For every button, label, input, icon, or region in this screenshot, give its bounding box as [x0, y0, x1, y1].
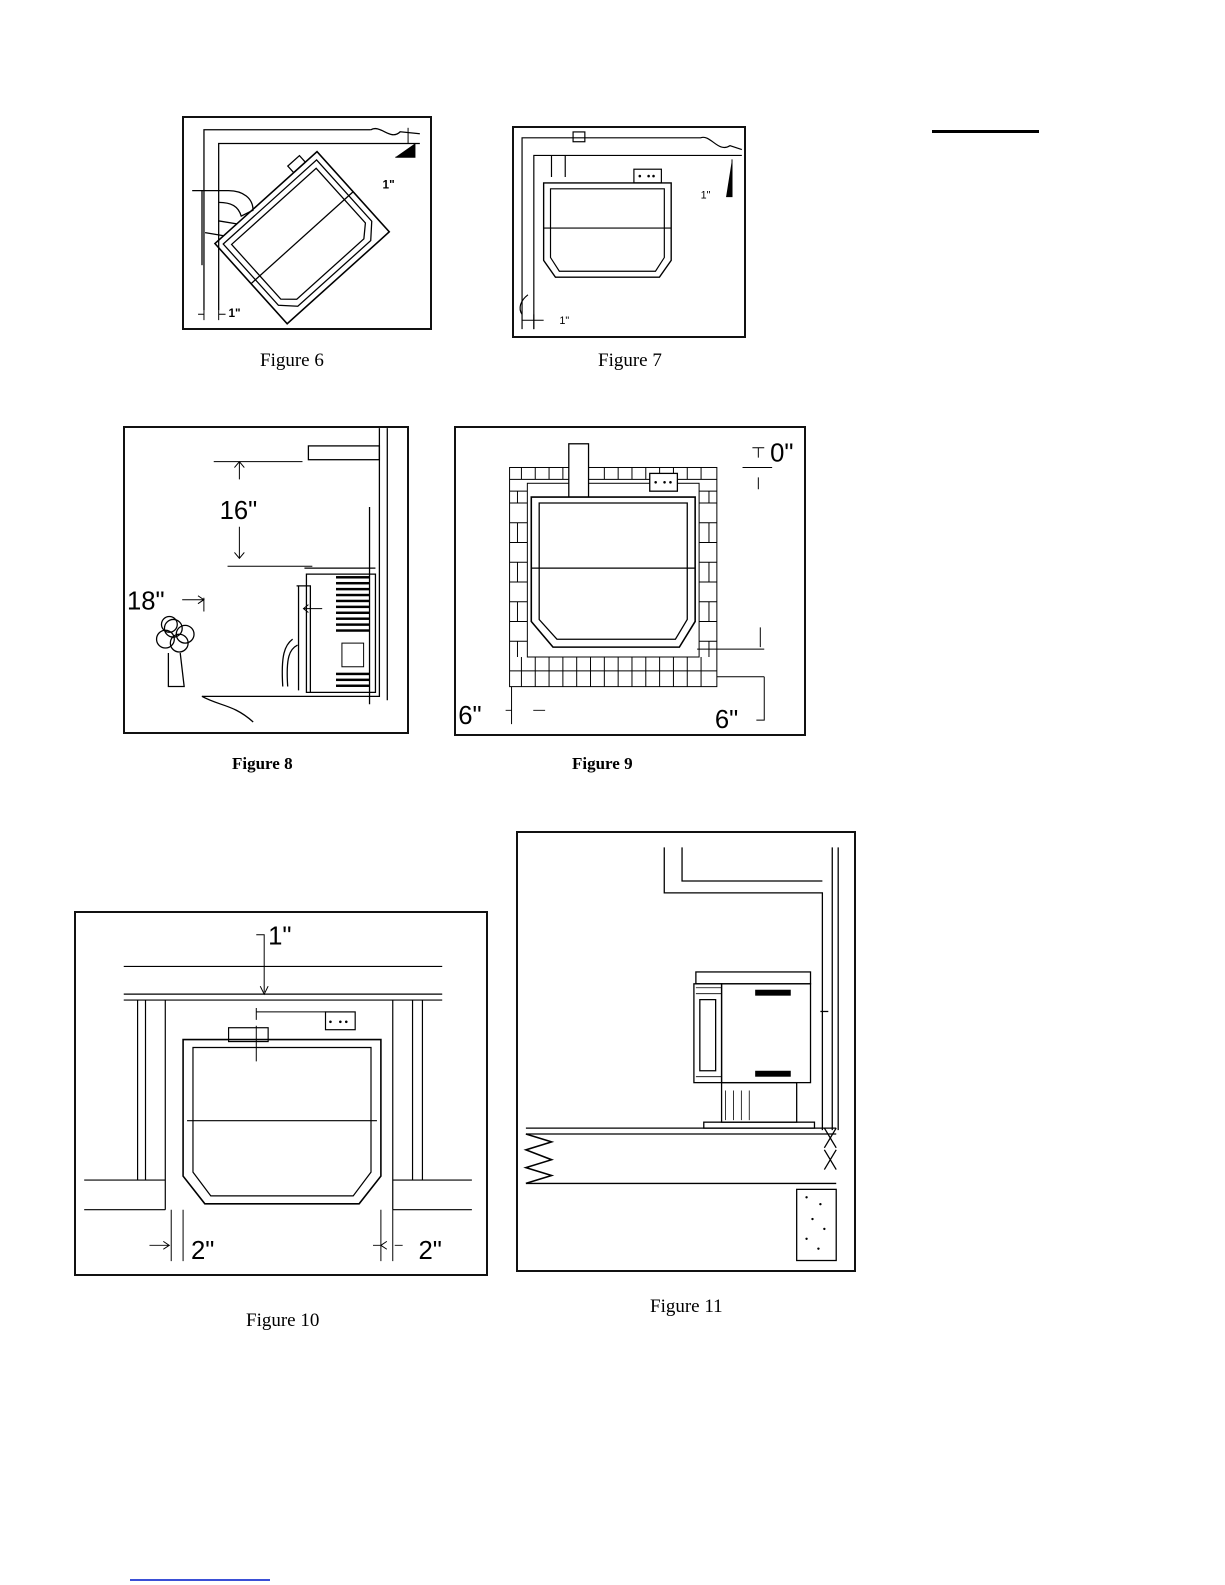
fig7-side-clearance: 1" — [559, 315, 569, 327]
figure-8-drawing: 16" 18" — [125, 428, 407, 732]
figure-10-diagram: 1" 2" 2" — [74, 911, 488, 1276]
figure-7-drawing: 1" 1" — [514, 128, 744, 336]
figure-10-caption: Figure 10 — [246, 1310, 319, 1332]
fig9-side-clearance: 6" — [458, 702, 481, 730]
figure-8-diagram: 16" 18" — [123, 426, 409, 734]
figure-6-drawing: 1" 1" — [184, 118, 430, 328]
figure-7-caption: Figure 7 — [598, 350, 662, 372]
figure-11-drawing — [518, 833, 854, 1270]
header-rule — [932, 130, 1039, 133]
figure-6-diagram: 1" 1" — [182, 116, 432, 330]
figure-6-caption: Figure 6 — [260, 350, 324, 372]
figure-10-drawing: 1" 2" 2" — [76, 913, 486, 1274]
fig7-top-clearance: 1" — [701, 190, 711, 202]
fig9-front-clearance: 6" — [715, 706, 738, 734]
fig8-vertical-clearance: 16" — [220, 497, 258, 525]
figure-8-caption: Figure 8 — [232, 754, 293, 774]
footer-link-underline[interactable] — [130, 1579, 270, 1581]
figure-11-caption: Figure 11 — [650, 1296, 723, 1318]
figure-9-caption: Figure 9 — [572, 754, 633, 774]
fig6-top-clearance: 1" — [383, 179, 395, 192]
fig10-left-clearance: 2" — [191, 1237, 214, 1265]
figure-11-diagram — [516, 831, 856, 1272]
figure-9-drawing: 0" 6" 6" — [456, 428, 804, 734]
fig10-top-clearance: 1" — [268, 923, 291, 951]
figure-9-diagram: 0" 6" 6" — [454, 426, 806, 736]
fig10-right-clearance: 2" — [418, 1237, 441, 1265]
figure-7-diagram: 1" 1" — [512, 126, 746, 338]
fig8-front-clearance: 18" — [127, 588, 165, 616]
fig9-top-clearance: 0" — [770, 440, 793, 468]
fig6-side-clearance: 1" — [228, 307, 240, 320]
